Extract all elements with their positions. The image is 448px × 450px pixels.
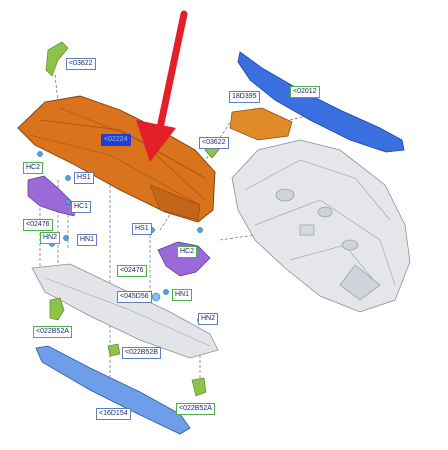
part-label-hn2-right: HN2 — [198, 313, 219, 325]
part-label-hs1-left: HS1 — [74, 172, 94, 184]
cowl-panel-orange — [17, 95, 216, 223]
part-label-03622-top: <03622 — [66, 58, 96, 70]
part-label-02476-left: <02476 — [23, 219, 53, 231]
orange-pad-part — [229, 107, 293, 141]
part-label-hn1-left: HN1 — [77, 234, 98, 246]
part-label-hs1-right: HS1 — [132, 223, 152, 235]
part-label-hc2-left: HC2 — [23, 162, 44, 174]
green-clip-top — [45, 41, 69, 77]
part-label-022b52b: <022B52B — [122, 347, 161, 359]
part-label-022b52a-left: <022B52A — [33, 326, 72, 338]
part-label-045d56: <045D56 — [117, 291, 152, 303]
part-label-02012: <02012 — [290, 86, 320, 98]
part-label-hc1: HC1 — [71, 201, 92, 213]
part-label-02224-highlighted: <02224 — [101, 134, 131, 146]
part-label-16d154: <16D154 — [96, 408, 131, 420]
part-label-022b52a-right: <022B52A — [176, 403, 215, 415]
dash-panel-bulkhead — [231, 139, 411, 313]
part-label-hn1-right: HN1 — [172, 289, 193, 301]
red-arrow-indicator — [136, 10, 188, 162]
part-label-hc2-right: HC2 — [177, 246, 198, 258]
part-label-18d395: 18D395 — [229, 91, 260, 103]
part-label-hn2-left: HN2 — [40, 232, 61, 244]
part-label-02476-right: <02476 — [117, 265, 147, 277]
part-label-03622-mid: <03622 — [199, 137, 229, 149]
lower-cowl-panel — [31, 263, 219, 359]
purple-bracket-left — [27, 175, 77, 217]
green-plugs — [49, 297, 207, 397]
blue-lower-strip — [35, 345, 191, 435]
